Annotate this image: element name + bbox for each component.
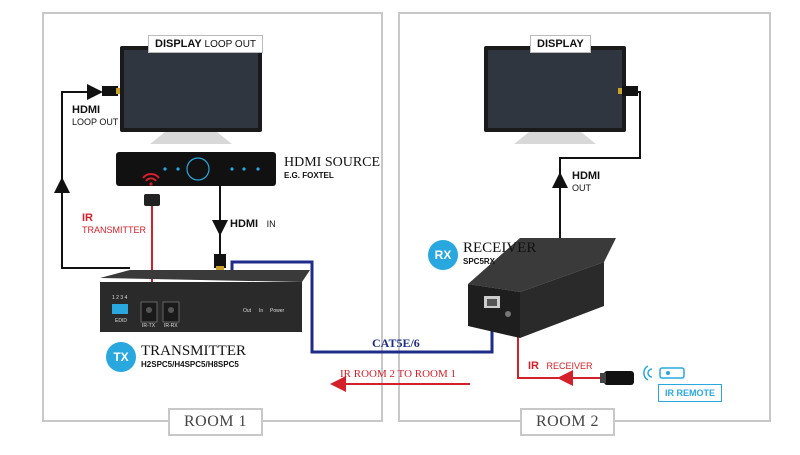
hdmi-out-label: HDMI OUT (572, 170, 600, 194)
ir-tx-title: IR (82, 212, 93, 224)
receiver-model: SPC5RX (463, 257, 496, 266)
ir-remote-label: IR REMOTE (658, 384, 723, 402)
hdmi-loop-label: HDMI LOOP OUT (72, 104, 118, 128)
wifi-signal-icon (142, 173, 160, 186)
loop-display-label: DISPLAY LOOP OUT (148, 35, 264, 53)
tx-out-label: Out (243, 308, 252, 314)
ir-room-label: IR ROOM 2 TO ROOM 1 (340, 368, 457, 380)
tx-edid-label: EDID (115, 318, 127, 324)
hdmi-loop-sub: LOOP OUT (72, 117, 119, 127)
ir-tx-sub: TRANSMITTER (82, 225, 146, 235)
transmitter-model: H2SPC5/H4SPC5/H8SPC5 (141, 360, 239, 369)
ir-tx-label: IR TRANSMITTER (82, 212, 146, 236)
ir-rx-title: IR (528, 360, 539, 372)
hdmi-source-label: HDMI SOURCE E.G. FOXTEL (284, 156, 380, 182)
rx-badge: RX (428, 240, 458, 270)
tx-irtx-label: IR-TX (142, 323, 156, 329)
hdmi-in-sub: IN (266, 219, 276, 229)
hdmi-source-sub: E.G. FOXTEL (284, 171, 334, 180)
receiver-name: RECEIVER (463, 240, 537, 256)
loop-display-title: DISPLAY (155, 38, 202, 50)
room-1-label: ROOM 1 (168, 408, 264, 436)
hdmi-in-label: HDMI IN (230, 214, 276, 232)
loop-display-tv (120, 46, 262, 144)
hdmi-in-title: HDMI (230, 218, 259, 230)
transmitter-name: TRANSMITTER (141, 343, 246, 359)
tx-badge: TX (106, 342, 136, 372)
hdmi-source-title: HDMI SOURCE (284, 155, 381, 170)
room-2-label: ROOM 2 (520, 408, 616, 436)
tx-in-label: In (259, 308, 264, 314)
ir-rx-label: IR RECEIVER (528, 356, 592, 374)
hdmi-out-title: HDMI (572, 170, 601, 182)
hdmi-source-device (116, 152, 276, 186)
main-display-tv (484, 46, 626, 144)
transmitter-device (100, 270, 310, 332)
main-display-title: DISPLAY (537, 38, 584, 50)
hdmi-out-sub: OUT (572, 183, 591, 193)
tx-dip-label: 1 2 3 4 (112, 295, 128, 301)
tx-irrx-label: IR-RX (164, 323, 178, 329)
ir-remote-icon (643, 365, 685, 381)
receiver-device (468, 238, 616, 338)
cat-label: CAT5E/6 (372, 336, 420, 350)
loop-display-subtitle: LOOP OUT (204, 39, 257, 50)
ir-rx-sub: RECEIVER (546, 361, 593, 371)
main-display-label: DISPLAY (530, 35, 591, 53)
cat-cable-line (230, 260, 494, 354)
hdmi-loop-title: HDMI (72, 104, 101, 116)
tx-power-label: Power (270, 308, 285, 314)
